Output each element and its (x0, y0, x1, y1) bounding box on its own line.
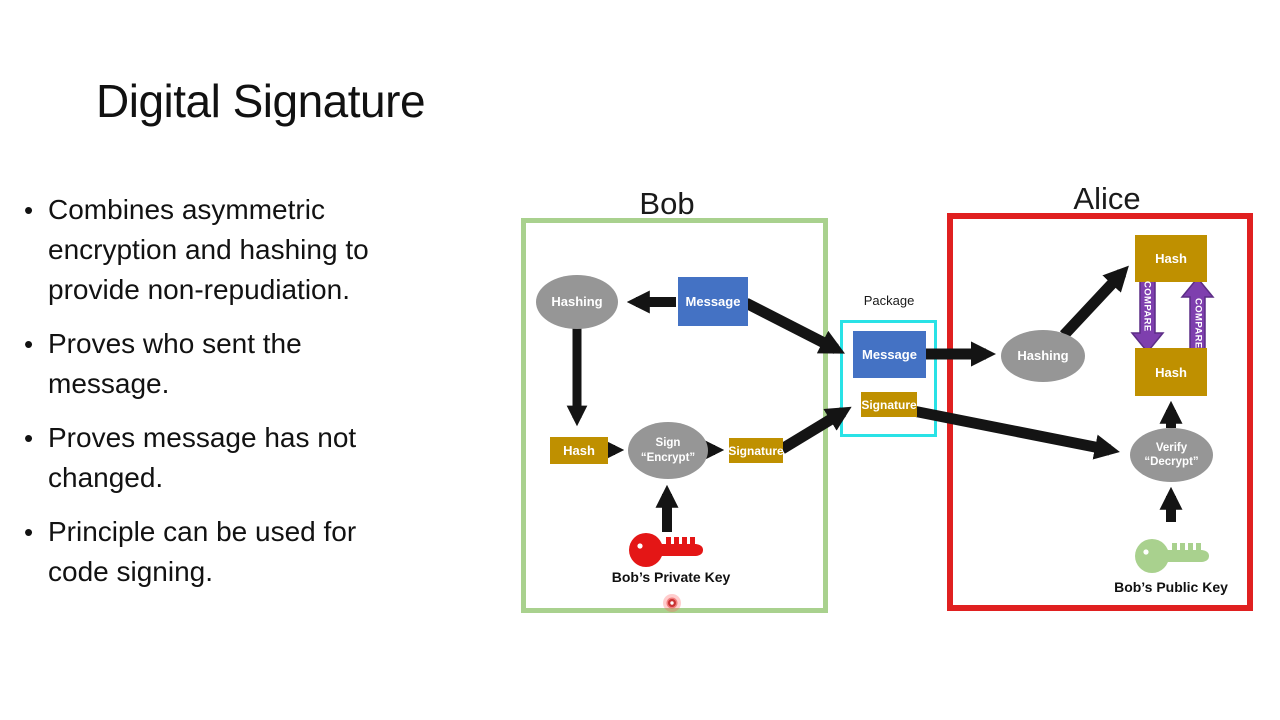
bullet-list: Combines asymmetric encryption and hashi… (22, 190, 404, 606)
bullet-item: Combines asymmetric encryption and hashi… (22, 190, 404, 310)
bob-sign-encrypt-node: Sign “Encrypt” (628, 422, 708, 479)
bullet-item: Proves who sent the message. (22, 324, 404, 404)
bob-message-node: Message (678, 277, 748, 326)
alice-verify-label-line2: “Decrypt” (1144, 456, 1199, 468)
alice-region-box (947, 213, 1253, 611)
alice-hashing-label: Hashing (1017, 347, 1069, 363)
alice-hash-top-label: Hash (1155, 251, 1187, 266)
package-signature-node: Signature (861, 392, 917, 417)
private-key-caption: Bob’s Private Key (611, 569, 731, 585)
bob-hashing-label: Hashing (551, 293, 603, 309)
bob-region-title: Bob (639, 186, 695, 221)
package-message-node: Message (853, 331, 926, 378)
package-message-label: Message (862, 347, 917, 362)
bullet-item: Principle can be used for code signing. (22, 512, 404, 592)
bob-sign-label-line2: “Encrypt” (640, 451, 696, 464)
package-signature-label: Signature (861, 397, 917, 412)
compare-down-label: COMPARE (1141, 280, 1153, 332)
package-label: Package (863, 293, 915, 308)
alice-hash-bottom-label: Hash (1155, 364, 1187, 380)
bob-hash-label: Hash (563, 443, 595, 458)
bob-hash-node: Hash (550, 437, 608, 464)
alice-verify-decrypt-node: Verify “Decrypt” (1130, 428, 1213, 482)
alice-hashing-node: Hashing (1001, 330, 1085, 382)
bob-hashing-node: Hashing (536, 275, 618, 329)
alice-region-title: Alice (1073, 181, 1141, 216)
bob-message-label: Message (685, 294, 741, 309)
bob-sign-label-line1: Sign (655, 437, 681, 450)
bullet-item: Proves message has not changed. (22, 418, 404, 498)
alice-hash-top-node: Hash (1135, 235, 1207, 282)
compare-up-label: COMPARE (1192, 297, 1204, 349)
page-title: Digital Signature (96, 75, 426, 127)
alice-verify-label-line1: Verify (1155, 441, 1188, 454)
bob-signature-label: Signature (728, 443, 784, 458)
public-key-caption: Bob’s Public Key (1114, 579, 1228, 595)
bob-signature-node: Signature (728, 438, 784, 463)
alice-hash-bottom-node: Hash (1135, 348, 1207, 396)
